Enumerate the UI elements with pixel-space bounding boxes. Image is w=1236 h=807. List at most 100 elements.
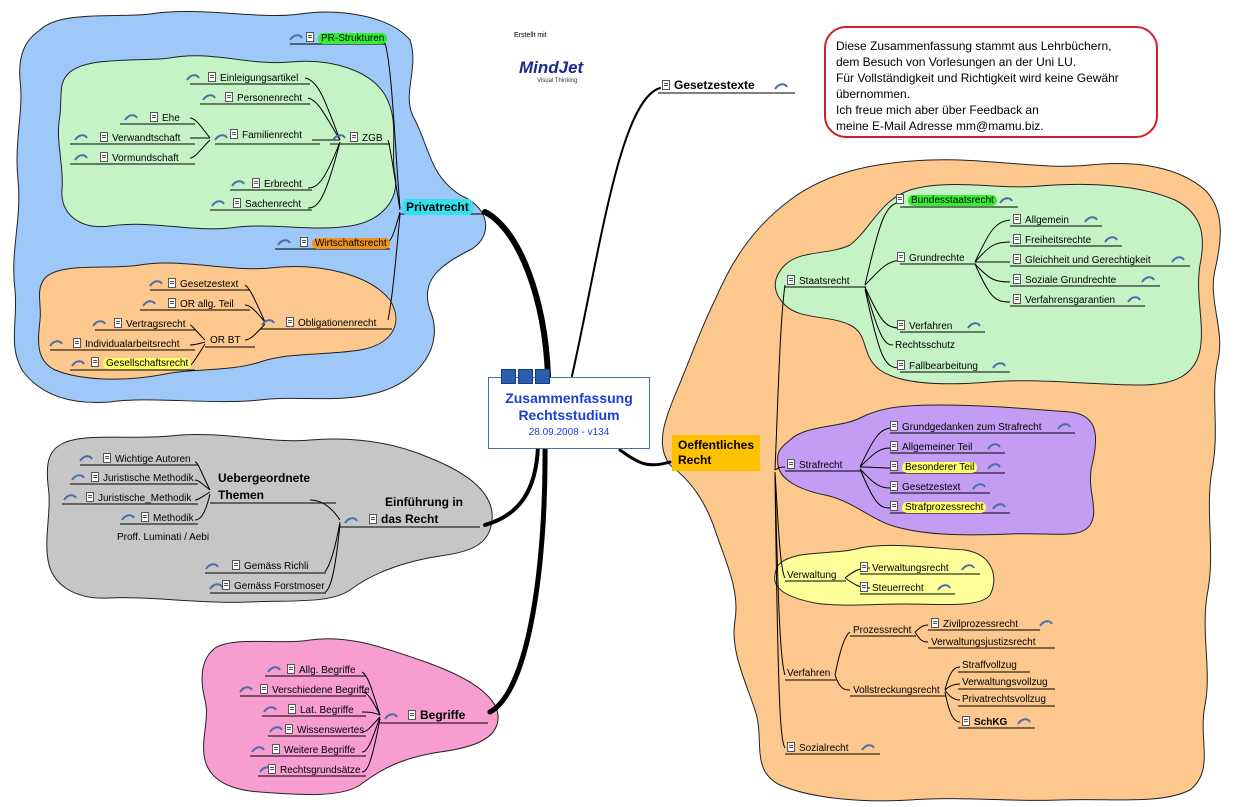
node-or-allg-teil[interactable]: OR allg. Teil xyxy=(168,298,234,311)
document-icon xyxy=(931,618,939,628)
node-label: Wichtige Autoren xyxy=(115,454,191,465)
node-label: Wissenswertes xyxy=(297,725,365,736)
topic-einfuehrung-line2[interactable]: das Recht xyxy=(369,513,438,525)
branch-privatrecht xyxy=(482,209,551,379)
node-vertragsrecht[interactable]: Vertragsrecht xyxy=(114,318,185,331)
node-obligationenrecht[interactable]: Obligationenrecht xyxy=(286,317,376,330)
node-juristische-methodik[interactable]: Juristische Methodik xyxy=(91,472,194,485)
link-icon xyxy=(992,362,1006,369)
node-gesellschaftsrecht[interactable]: Gesellschaftsrecht xyxy=(91,357,192,370)
node-freiheitsrechte[interactable]: Freiheitsrechte xyxy=(1013,234,1091,247)
document-icon xyxy=(260,684,268,694)
node-schkg[interactable]: SchKG xyxy=(962,716,1007,729)
node-label: OR allg. Teil xyxy=(180,299,234,310)
node-label: Sachenrecht xyxy=(245,199,302,210)
node-erbrecht[interactable]: Erbrecht xyxy=(252,178,302,191)
topic-begriffe[interactable]: Begriffe xyxy=(408,709,465,721)
topic-privatrecht[interactable]: Privatrecht xyxy=(402,199,473,215)
link-icon xyxy=(186,74,200,81)
node-pr-strukturen[interactable]: PR-Strukturen xyxy=(306,32,388,45)
node-fallbearbeitung[interactable]: Fallbearbeitung xyxy=(897,360,978,373)
central-topic[interactable]: Zusammenfassung Rechtsstudium 28.09.2008… xyxy=(488,369,650,449)
node-gesetzestext[interactable]: Gesetzestext xyxy=(168,278,238,291)
topic-label: Begriffe xyxy=(420,708,466,722)
node-sozialrecht[interactable]: Sozialrecht xyxy=(787,742,848,755)
node-strafprozessrecht[interactable]: Strafprozessrecht xyxy=(890,501,987,514)
node-allgemeiner-teil[interactable]: Allgemeiner Teil xyxy=(890,441,972,454)
node-verwaltungsvollzug[interactable]: Verwaltungsvollzug xyxy=(962,677,1048,688)
document-icon xyxy=(890,501,898,511)
document-icon xyxy=(225,92,233,102)
link-icon xyxy=(202,94,216,101)
topic-einfuehrung[interactable]: Einführung in xyxy=(385,496,463,508)
node-personenrecht[interactable]: Personenrecht xyxy=(225,92,302,105)
node-wissenswertes[interactable]: Wissenswertes xyxy=(285,724,364,737)
node-grundrechte[interactable]: Grundrechte xyxy=(897,252,965,265)
document-icon xyxy=(890,421,898,431)
node-uebergeordnete-line1[interactable]: Uebergeordnete xyxy=(218,471,311,485)
link-icon xyxy=(92,320,106,327)
node-verfahrensgarantien[interactable]: Verfahrensgarantien xyxy=(1013,294,1115,307)
node-zivilprozessrecht[interactable]: Zivilprozessrecht xyxy=(931,618,1018,631)
node-allg-begriffe[interactable]: Allg. Begriffe xyxy=(287,664,356,677)
link-icons xyxy=(49,34,1185,773)
node-weitere-begriffe[interactable]: Weitere Begriffe xyxy=(272,744,355,757)
node-ehe[interactable]: Ehe xyxy=(150,112,180,125)
topic-oeffentliches-recht[interactable]: Oeffentliches Recht xyxy=(672,435,761,471)
node-label: Methodik xyxy=(153,513,194,524)
node-straffvollzug[interactable]: Straffvollzug xyxy=(962,660,1017,671)
node-uebergeordnete-line2[interactable]: Themen xyxy=(218,488,265,502)
node-grundgedanken[interactable]: Grundgedanken zum Strafrecht xyxy=(890,421,1042,434)
document-icon xyxy=(222,580,230,590)
document-icon xyxy=(300,237,308,247)
topic-marker-icon xyxy=(535,369,550,384)
node-steuerrecht[interactable]: Steuerrecht xyxy=(860,582,924,595)
node-verfahren-2[interactable]: Verfahren xyxy=(787,668,831,679)
node-individualarbeitsrecht[interactable]: Individualarbeitsrecht xyxy=(73,338,180,351)
node-zgb[interactable]: ZGB xyxy=(350,132,383,145)
node-gemaess-forstmoser[interactable]: Gemäss Forstmoser xyxy=(222,580,325,593)
node-bundesstaatsrecht[interactable]: Bundesstaatsrecht xyxy=(896,194,997,207)
node-verwandtschaft[interactable]: Verwandtschaft xyxy=(100,132,180,145)
document-icon xyxy=(268,764,276,774)
node-staatsrecht[interactable]: Staatsrecht xyxy=(787,275,850,288)
node-proff[interactable]: Proff. Luminati / Aebi xyxy=(117,532,210,543)
node-verfahren[interactable]: Verfahren xyxy=(897,320,952,333)
link-icon xyxy=(205,563,219,570)
node-strafrecht[interactable]: Strafrecht xyxy=(787,459,842,472)
link-icon xyxy=(63,494,77,501)
einfuehrung-cloud xyxy=(46,433,493,603)
node-prozessrecht[interactable]: Prozessrecht xyxy=(853,625,912,636)
node-soziale-grundrechte[interactable]: Soziale Grundrechte xyxy=(1013,274,1116,287)
node-einleitungsartikel[interactable]: Einleigungsartikel xyxy=(208,72,298,85)
node-wichtige-autoren[interactable]: Wichtige Autoren xyxy=(103,453,191,466)
node-verwaltung[interactable]: Verwaltung xyxy=(787,570,837,581)
node-label: Steuerrecht xyxy=(872,583,924,594)
node-juristische-methodik-2[interactable]: Juristische_Methodik xyxy=(86,492,191,505)
node-label: Gesetzestext xyxy=(180,279,239,290)
node-vollstreckungsrecht[interactable]: Vollstreckungsrecht xyxy=(853,685,940,696)
node-privatrechtsvollzug[interactable]: Privatrechtsvollzug xyxy=(962,694,1046,705)
node-vormundschaft[interactable]: Vormundschaft xyxy=(100,152,179,165)
node-familienrecht[interactable]: Familienrecht xyxy=(230,129,302,142)
document-icon xyxy=(787,275,795,285)
link-icon xyxy=(74,154,88,161)
node-verschiedene-begriffe[interactable]: Verschiedene Begriffe xyxy=(260,684,370,697)
node-lat-begriffe[interactable]: Lat. Begriffe xyxy=(288,704,354,717)
node-sachenrecht[interactable]: Sachenrecht xyxy=(233,198,301,211)
node-verwaltungsrecht[interactable]: Verwaltungsrecht xyxy=(860,562,949,575)
node-besonderer-teil[interactable]: Besonderer Teil xyxy=(890,461,978,474)
node-or-bt[interactable]: OR BT xyxy=(210,335,241,346)
node-label: Ehe xyxy=(162,113,180,124)
node-wirtschaftsrecht[interactable]: Wirtschaftsrecht xyxy=(300,237,390,250)
node-rechtsschutz[interactable]: Rechtsschutz xyxy=(895,340,956,351)
node-rechtsgrundsaetze[interactable]: Rechtsgrundsätze xyxy=(268,764,361,777)
node-verwaltungsjustizrecht[interactable]: Verwaltungsjustizsrecht xyxy=(931,637,1036,648)
node-methodik[interactable]: Methodik xyxy=(141,512,194,525)
node-gemaess-richli[interactable]: Gemäss Richli xyxy=(232,560,308,573)
topic-gesetzestexte[interactable]: Gesetzestexte xyxy=(662,79,755,91)
node-gleichheit[interactable]: Gleichheit und Gerechtigkeit xyxy=(1013,254,1151,267)
node-gesetzestext-straf[interactable]: Gesetzestext xyxy=(890,481,960,494)
node-allgemein[interactable]: Allgemein xyxy=(1013,214,1069,227)
document-icon xyxy=(662,80,670,90)
